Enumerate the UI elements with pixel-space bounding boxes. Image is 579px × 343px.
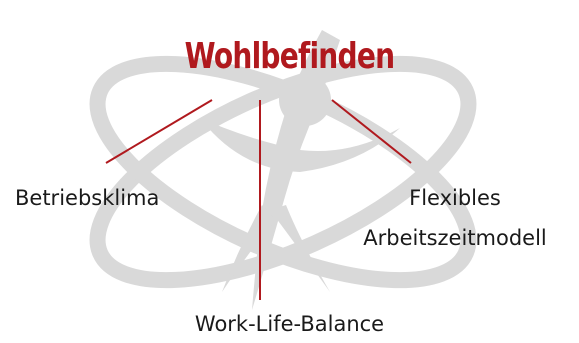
label-flexibles-arbeitszeitmodell: Flexibles Arbeitszeitmodell [340,178,570,258]
connector-left-line [105,99,213,164]
label-right-line2: Arbeitszeitmodell [363,226,547,250]
label-right-line1: Flexibles [409,186,501,210]
connector-right-line [331,99,412,164]
label-betriebsklima: Betriebsklima [15,186,160,210]
diagram-title: Wohlbefinden [184,36,395,77]
label-work-life-balance: Work-Life-Balance [194,312,385,336]
